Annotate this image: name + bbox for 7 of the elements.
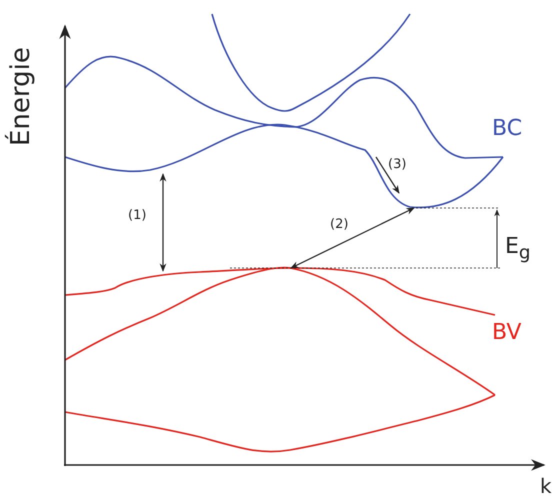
- transition-label: (2): [330, 218, 348, 231]
- transition-label: (3): [388, 158, 406, 171]
- band-label: BC: [492, 118, 522, 140]
- band-label: BV: [492, 322, 522, 344]
- transition-label: (1): [128, 209, 146, 222]
- axis-label: k: [540, 476, 552, 496]
- gap-label: E$_{g}$: [505, 236, 531, 263]
